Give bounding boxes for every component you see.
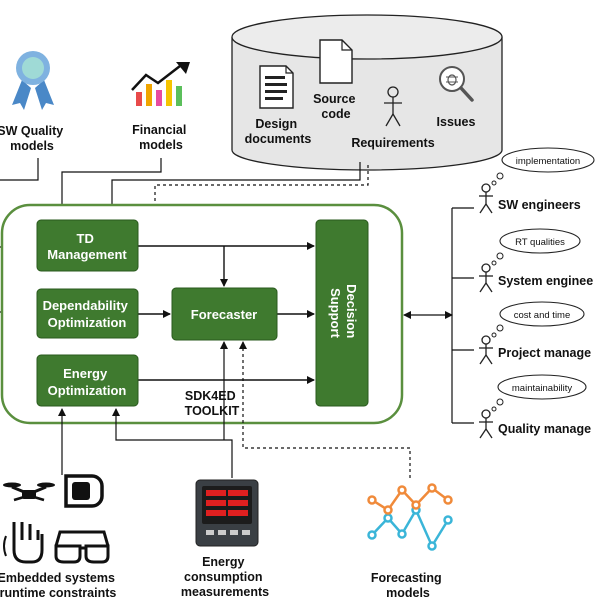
financial-models-label: Financial models — [132, 123, 190, 152]
td-management-box[interactable] — [36, 219, 139, 272]
energy-optimization-label: Energy Optimization — [48, 366, 127, 398]
thought-bubble — [491, 228, 581, 266]
concern-cost-and-time: cost and time — [514, 310, 571, 321]
forecast-lines-icon — [367, 483, 453, 551]
stakeholder-connectors — [403, 207, 474, 424]
stakeholder-role-project-managers: Project manage — [498, 346, 591, 360]
design-documents-label: Design documents — [245, 117, 312, 146]
person-icon — [479, 409, 493, 439]
growth-chart-icon — [131, 62, 190, 106]
award-ribbon-icon — [12, 51, 54, 110]
requirements-label: Requirements — [351, 136, 434, 150]
wearable-band-icon — [64, 474, 104, 508]
bug-search-icon — [439, 66, 474, 102]
forecasting-models-label: Forecasting models — [371, 571, 445, 600]
smart-glasses-icon — [54, 530, 110, 564]
stakeholder-role-sw-engineers: SW engineers — [498, 198, 581, 212]
toolkit-name-label: SDK4ED TOOLKIT — [185, 389, 240, 418]
dependability-optimization-label: Dependability Optimization — [43, 298, 132, 330]
file-icon — [319, 39, 353, 84]
person-icon — [479, 335, 493, 365]
energy-consumption-label: Energy consumption measurements — [181, 555, 269, 599]
thought-bubble — [491, 374, 587, 412]
drone-icon — [3, 482, 55, 502]
person-icon — [479, 183, 493, 214]
embedded-systems-label: Embedded systems runtime constraints — [0, 571, 118, 600]
sw-quality-models-label: SW Quality models — [0, 124, 67, 153]
forecaster-box[interactable] — [171, 287, 278, 341]
decision-support-label: Decision Support — [328, 284, 359, 342]
energy-optimization-box[interactable] — [36, 354, 139, 407]
thought-bubble — [491, 301, 585, 338]
concern-implementation: implementation — [516, 156, 580, 167]
stakeholder-role-system-engineers: System enginee — [498, 274, 593, 288]
stakeholder-role-quality-managers: Quality manage — [498, 422, 591, 436]
person-icon — [479, 263, 493, 293]
td-management-label: TD Management — [47, 231, 127, 262]
hand-touch-icon — [3, 522, 44, 564]
energy-meter-icon — [195, 479, 259, 547]
toolkit-connectors — [138, 242, 315, 384]
issues-label: Issues — [437, 115, 476, 129]
bottom-connectors — [58, 341, 411, 478]
decision-support-box[interactable] — [315, 219, 369, 407]
thought-bubble — [491, 147, 595, 186]
document-icon — [259, 65, 294, 109]
concern-maintainability: maintainability — [512, 383, 572, 394]
person-icon — [384, 86, 402, 127]
repository-cylinder — [231, 14, 503, 171]
dependability-optimization-box[interactable] — [36, 288, 139, 339]
concern-rt-qualities: RT qualities — [515, 237, 565, 248]
forecaster-label: Forecaster — [191, 307, 257, 322]
source-code-label: Source code — [313, 92, 359, 121]
